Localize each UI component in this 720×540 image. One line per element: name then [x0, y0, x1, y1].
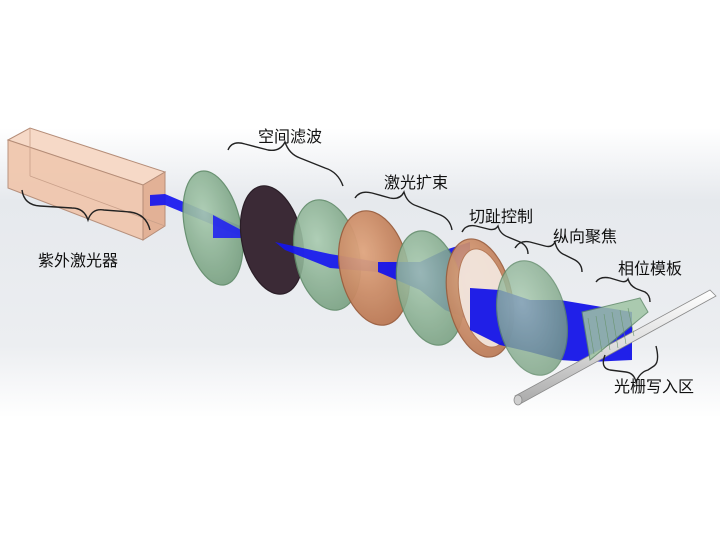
- uv-laser-box: [6, 127, 167, 241]
- label-uv-laser: 紫外激光器: [38, 251, 118, 270]
- phase-mask: [581, 297, 649, 361]
- brace-spatial-filter: [227, 140, 344, 187]
- fiber-end: [513, 394, 523, 406]
- brace-laser: [21, 189, 151, 231]
- brace-phase-mask: [595, 276, 651, 303]
- label-beam-expand: 激光扩束: [384, 173, 448, 192]
- brace-grating-zone: [602, 345, 659, 385]
- brace-chirp: [461, 224, 529, 255]
- brace-beam-expand: [354, 190, 453, 231]
- laser-beam-2: [213, 215, 245, 238]
- label-chirp-control: 切趾控制: [469, 207, 533, 226]
- label-longitudinal-focus: 纵向聚焦: [553, 227, 617, 246]
- label-spatial-filter: 空间滤波: [258, 127, 322, 146]
- brace-group: [21, 140, 659, 385]
- focusing-lens: [496, 260, 568, 376]
- label-grating-zone: 光栅写入区: [614, 377, 694, 396]
- label-phase-mask: 相位模板: [618, 259, 682, 278]
- brace-longitudinal: [514, 239, 583, 273]
